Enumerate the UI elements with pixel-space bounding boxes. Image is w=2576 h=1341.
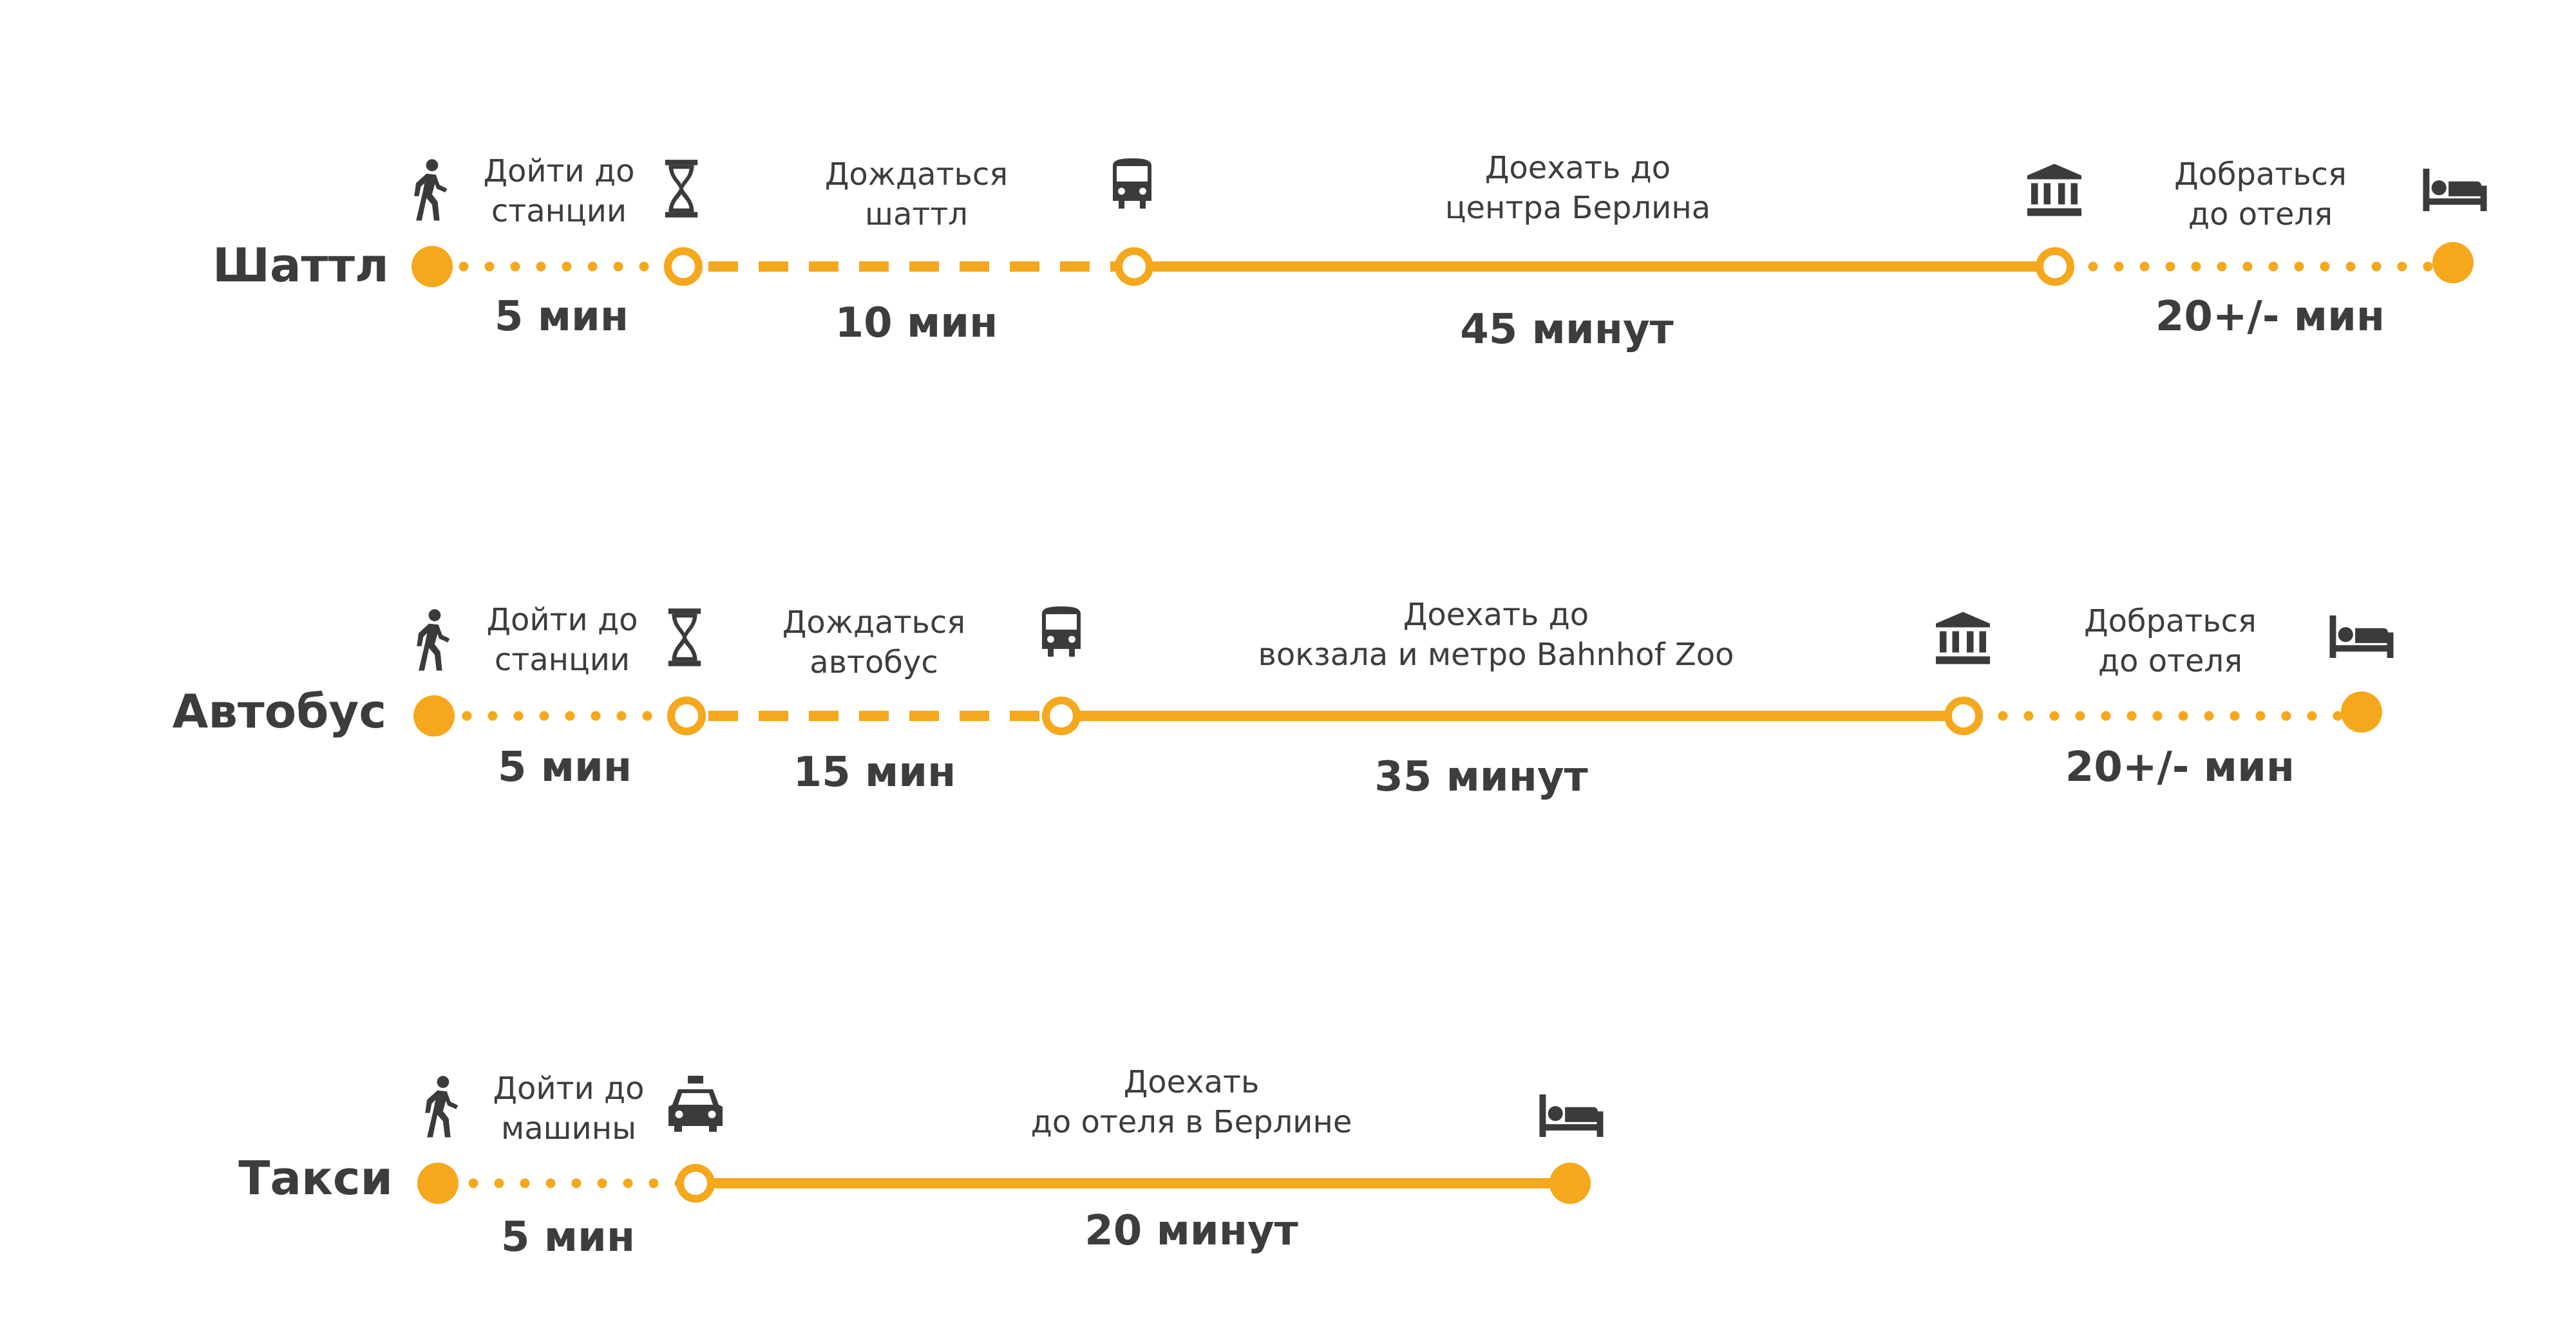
- step-duration: 15 мин: [793, 749, 956, 796]
- start-node: [417, 1163, 459, 1204]
- start-node: [412, 246, 453, 287]
- boarding-node: [1042, 697, 1081, 735]
- step-duration: 35 минут: [1374, 753, 1588, 801]
- hotel-node: [2432, 242, 2474, 283]
- pickup-node: [676, 1164, 715, 1203]
- arrival-node: [1944, 697, 1983, 735]
- hotel-node: [2341, 691, 2382, 733]
- segment-line-transfer: [2080, 261, 2434, 272]
- walking-person-icon: [408, 158, 453, 223]
- start-node: [413, 695, 455, 736]
- walking-person-icon: [419, 1075, 464, 1139]
- bus-icon: [1109, 158, 1155, 212]
- route-title: Такси: [238, 1151, 393, 1205]
- step-duration: 20 минут: [1084, 1207, 1298, 1255]
- step-duration: 45 минут: [1460, 306, 1674, 353]
- boarding-node: [1115, 247, 1153, 286]
- segment-line-walk: [454, 711, 687, 721]
- route-title: Автобус: [172, 684, 386, 738]
- segment-line-wait: [708, 711, 1043, 721]
- segment-line-walk: [460, 1178, 686, 1188]
- bed-icon: [2329, 615, 2394, 658]
- step-duration: 20+/- мин: [2065, 744, 2295, 791]
- segment-line-ride: [1063, 711, 1964, 721]
- museum-icon: [1936, 612, 1990, 664]
- hourglass-icon: [667, 608, 703, 666]
- segment-line-ride: [702, 1178, 1578, 1188]
- segment-line-transfer: [1990, 711, 2344, 721]
- step-duration: 10 мин: [835, 299, 998, 347]
- bed-icon: [2423, 169, 2487, 211]
- step-duration: 5 мин: [494, 293, 629, 341]
- route-title: Шаттл: [213, 238, 389, 292]
- hotel-node: [1549, 1163, 1591, 1204]
- step-duration: 5 мин: [500, 1214, 636, 1261]
- step-duration: 5 мин: [497, 744, 632, 791]
- step-duration: 20+/- мин: [2155, 293, 2385, 341]
- museum-icon: [2027, 164, 2081, 216]
- bed-icon: [1539, 1094, 1604, 1137]
- taxi-icon: [667, 1075, 724, 1134]
- segment-line-ride: [1146, 261, 2054, 272]
- station-node: [664, 247, 703, 286]
- segment-line-wait: [708, 261, 1127, 272]
- bus-icon: [1038, 606, 1084, 661]
- hourglass-icon: [663, 160, 699, 218]
- walking-person-icon: [410, 608, 455, 673]
- arrival-node: [2036, 247, 2074, 286]
- station-node: [667, 697, 706, 735]
- segment-line-walk: [451, 261, 686, 272]
